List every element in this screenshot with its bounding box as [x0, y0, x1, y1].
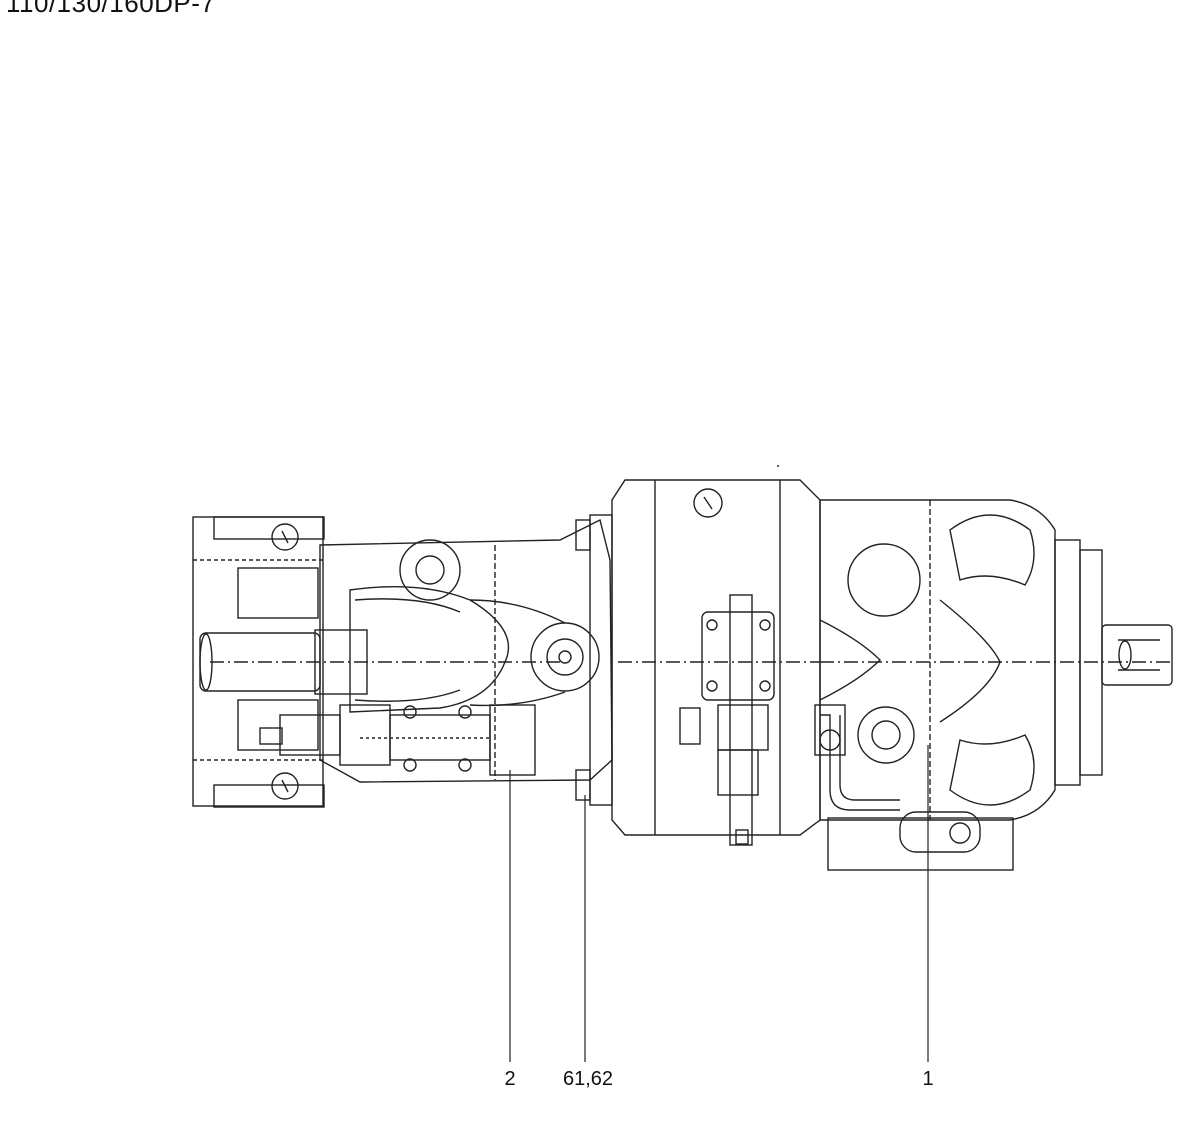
pilot-line-pipe: [814, 704, 900, 811]
right-pump-body: [819, 499, 1170, 821]
left-pump-housing: [192, 516, 325, 808]
leader-lines: [509, 745, 929, 1062]
right-mounting-flange: [1054, 539, 1173, 786]
center-bolt-assembly: [679, 594, 775, 846]
callout-label-1: 1: [922, 1068, 934, 1090]
page-title: 110/130/160DP-7: [6, 0, 216, 18]
left-shaft: [199, 629, 560, 695]
left-pump-body: [319, 518, 613, 783]
center-flange: [575, 479, 821, 836]
regulator-valve: [259, 704, 536, 776]
callout-label-2: 2: [504, 1068, 516, 1090]
callout-label-61-62: 61,62: [562, 1068, 614, 1090]
lower-bracket: [827, 811, 1014, 871]
